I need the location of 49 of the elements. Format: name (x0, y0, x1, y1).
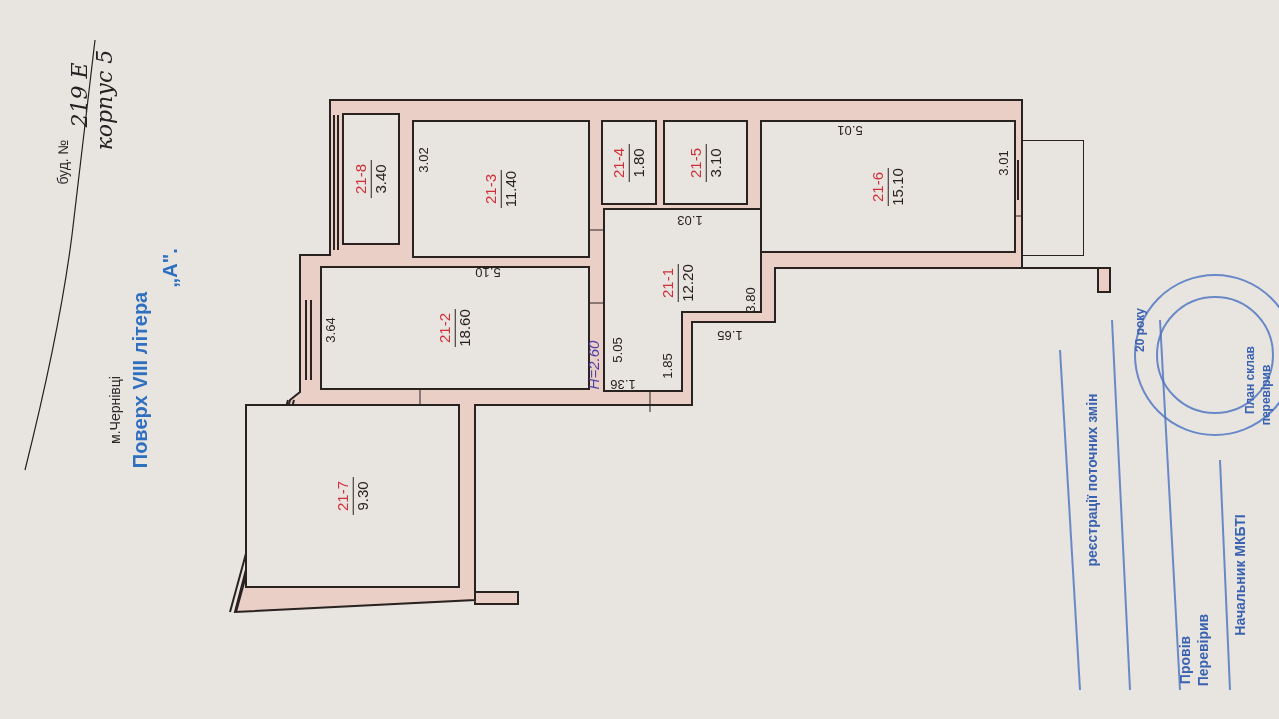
room-number: 21-6 (868, 167, 889, 206)
room (245, 404, 460, 588)
room-area-value: 9.30 (353, 481, 371, 511)
dimension-text: 3.02 (416, 147, 430, 173)
room-area-value: 1.80 (629, 147, 648, 178)
dimension-text: 5.01 (837, 123, 863, 137)
dimension-text: 3.64 (323, 317, 337, 343)
dimension-text: 5.05 (610, 337, 624, 363)
room-number: 21-1 (658, 264, 679, 302)
room (601, 120, 657, 205)
room-number: 21-7 (333, 477, 353, 515)
stamp-text: Начальник МКБТІ (1233, 514, 1247, 636)
stamp-text: Провів (1178, 635, 1192, 685)
room-number: 21-5 (686, 143, 706, 182)
header-text: буд. № (56, 139, 70, 185)
room-area-value: 18.60 (455, 309, 474, 347)
dimension-text: 1.85 (660, 353, 674, 379)
room-area-value: 15.10 (888, 167, 907, 206)
stamp-text: Перевірив (1196, 613, 1210, 687)
stamp-text: План склав (1244, 346, 1256, 414)
room-number: 21-3 (481, 170, 502, 208)
dimension-text: 1.65 (717, 328, 743, 342)
room (663, 120, 748, 205)
header-text: м.Чернівці (108, 376, 122, 444)
header-text: „А". (160, 248, 180, 288)
stamp-text: перевірив (1260, 364, 1272, 426)
header-text: Поверх VIII літера (130, 291, 150, 469)
room (320, 266, 590, 390)
room-area-value: 11.40 (501, 170, 520, 208)
dimension-text: 1.36 (610, 377, 636, 391)
room-area-value: 3.10 (706, 147, 724, 178)
dimension-text: H=2.60 (585, 340, 601, 390)
room-number: 21-8 (351, 160, 372, 198)
stamp-text: реєстрації поточних змін (1085, 393, 1099, 567)
dimension-text: 3.01 (996, 150, 1010, 176)
room (760, 120, 1016, 253)
room (412, 120, 590, 258)
header-text: 219 Е (69, 62, 91, 128)
header-text: корпус 5 (94, 49, 116, 151)
dimension-text: 1.03 (677, 213, 703, 227)
room-number: 21-4 (609, 143, 630, 182)
dimension-text: 5.10 (475, 265, 501, 279)
room-area-value: 3.40 (371, 164, 390, 194)
room-number: 21-2 (435, 309, 456, 347)
stamp-text: 20 року (1134, 308, 1146, 352)
dimension-text: 3.80 (743, 287, 757, 313)
balcony-outline (1022, 140, 1084, 256)
room-area-value: 12.20 (678, 264, 697, 302)
room (342, 113, 400, 245)
